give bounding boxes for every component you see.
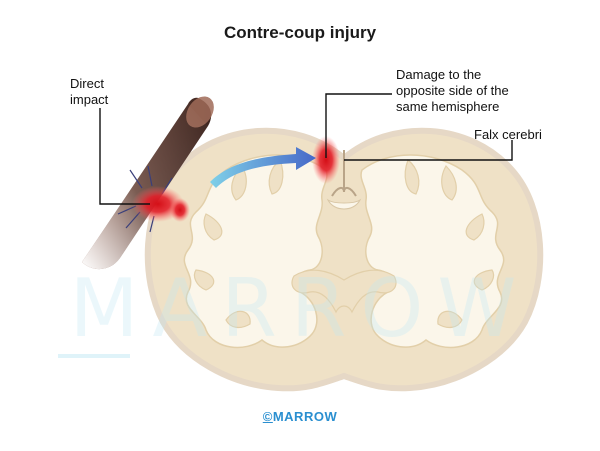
damage-leader — [325, 93, 392, 158]
falx-leader — [344, 140, 513, 161]
ventricles — [291, 269, 397, 314]
label-damage-opposite-side: Damage to the opposite side of the same … — [396, 67, 509, 114]
coup-contusion-inner — [170, 198, 190, 222]
label-falx-cerebri: Falx cerebri — [474, 127, 542, 142]
white-matter-right — [360, 154, 505, 349]
copyright-symbol: © — [262, 409, 273, 424]
falx-cerebri — [331, 150, 357, 197]
label-direct-impact: Direct impact — [70, 76, 109, 107]
watermark-underline — [58, 354, 130, 358]
gyri-folds — [193, 159, 495, 329]
curved-arrow-icon — [210, 147, 316, 188]
copyright-mark: ©MARROW — [0, 409, 600, 424]
watermark: MARROW — [69, 262, 531, 355]
diagram-title: Contre-coup injury — [223, 23, 377, 42]
direct-impact-leader — [99, 108, 150, 205]
white-matter-left — [183, 154, 328, 349]
copyright-text: MARROW — [272, 409, 338, 424]
midline-notch — [326, 198, 362, 210]
contre-coup-contusion — [312, 136, 340, 184]
impact-rod — [82, 96, 214, 270]
